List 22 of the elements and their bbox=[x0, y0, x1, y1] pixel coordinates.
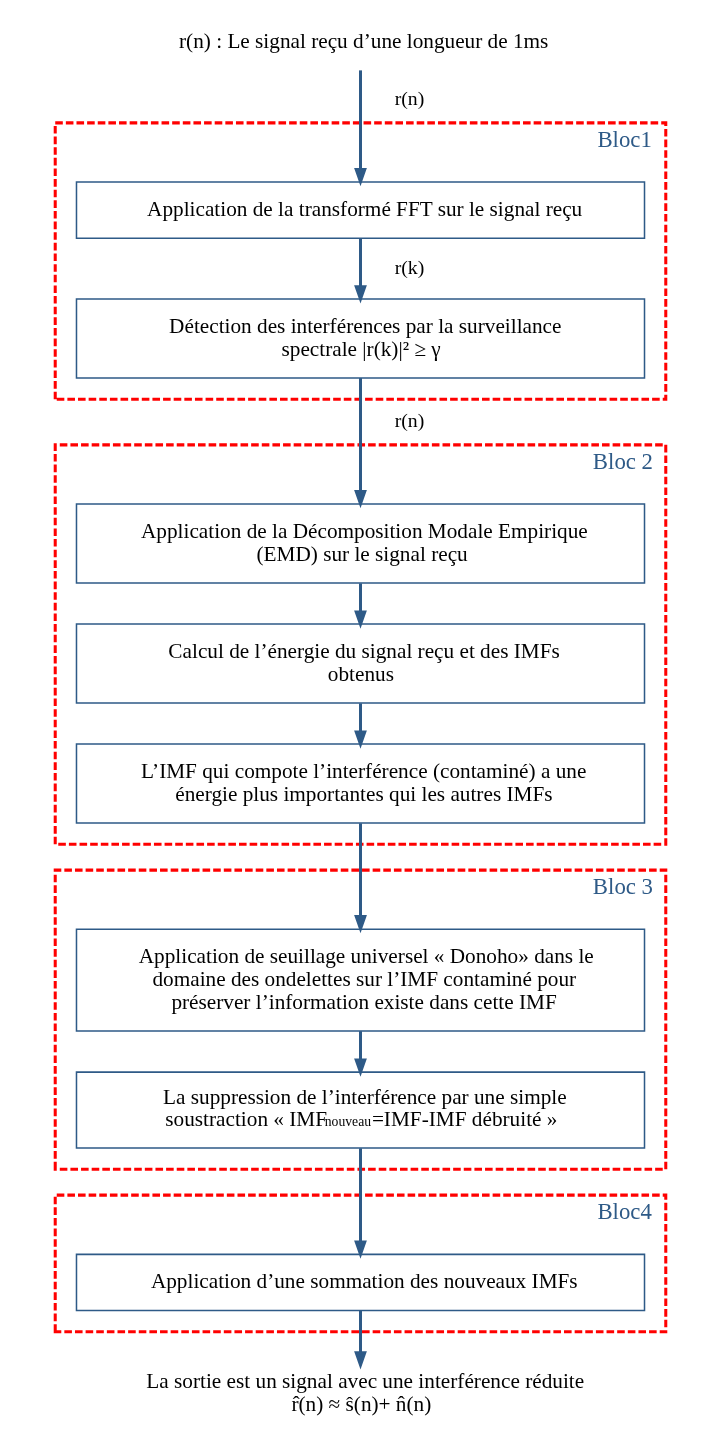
arrow bbox=[353, 1148, 367, 1259]
node-text: La sortie est un signal avec une interférence réduite r̂(n) ≈ ŝ(n)+ n̂(n) bbox=[145, 1369, 584, 1417]
node-box: Détection des interférences par la surveillance spectrale |r(k)|² ≥ γ bbox=[75, 298, 645, 379]
node-box: Application d’une sommation des nouveaux IMFs bbox=[75, 1253, 645, 1312]
node-box: Application de seuillage universel « Donoho» dans le domaine des ondelettes sur l’IMF contaminé pour préserver l’information existe dans cette IMF bbox=[75, 928, 645, 1032]
arrow bbox=[353, 1031, 367, 1077]
arrow bbox=[353, 703, 367, 749]
arrow bbox=[353, 1310, 367, 1370]
node-box: Application de la transformé FFT sur le signal reçu bbox=[75, 181, 645, 240]
arrow bbox=[353, 70, 367, 187]
arrow bbox=[353, 583, 367, 629]
arrow bbox=[353, 823, 367, 934]
node-box: Calcul de l’énergie du signal reçu et des IMFs obtenus bbox=[75, 623, 645, 704]
node-box: La suppression de l’interférence par une simple soustraction « IMFnouveau=IMF-IMF débruité » bbox=[75, 1071, 645, 1149]
arrow bbox=[353, 238, 367, 304]
edge-label: r(k) bbox=[394, 255, 424, 278]
arrow bbox=[353, 378, 367, 509]
node-box: L’IMF qui compote l’interférence (contaminé) a une énergie plus importantes qui les autres IMFs bbox=[75, 743, 645, 824]
edge-label: r(n) bbox=[394, 87, 424, 110]
node-box: Application de la Décomposition Modale Empirique (EMD) sur le signal reçu bbox=[75, 503, 645, 584]
node-text: r(n) : Le signal reçu d’une longueur de 1ms bbox=[178, 29, 548, 53]
edge-label: r(n) bbox=[394, 409, 424, 432]
